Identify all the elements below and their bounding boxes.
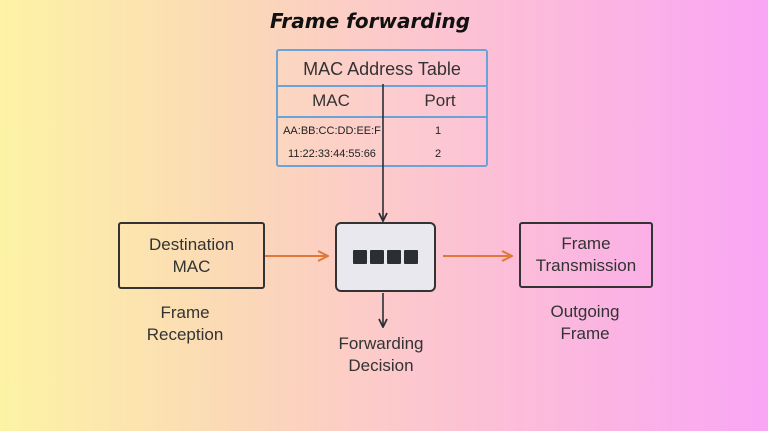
table-cell-mac: AA:BB:CC:DD:EE:F xyxy=(283,125,381,137)
switch-port-icon xyxy=(353,250,367,264)
switch-port-icon xyxy=(370,250,384,264)
switch-port-icon xyxy=(404,250,418,264)
table-cell-port: 1 xyxy=(434,125,442,137)
column-header-mac: MAC xyxy=(312,91,350,110)
table-cell-mac: 11:22:33:44:55:66 xyxy=(288,148,376,160)
table-cell-port: 2 xyxy=(434,148,442,160)
table-divider xyxy=(278,85,486,87)
frame-reception-label: Frame Reception xyxy=(146,303,224,344)
switch-port-icon xyxy=(387,250,401,264)
frame-transmission-label: Frame Transmission xyxy=(535,234,637,275)
mac-table-title: MAC Address Table xyxy=(303,59,461,79)
switch-icon xyxy=(335,222,436,292)
column-header-port: Port xyxy=(424,91,456,110)
outgoing-frame-label: Outgoing Frame xyxy=(550,302,620,343)
diagram-title: Frame forwarding xyxy=(269,9,471,33)
table-divider xyxy=(278,116,486,118)
destination-mac-label: Destination MAC xyxy=(148,234,235,276)
destination-mac-box: Destination MAC xyxy=(118,222,265,289)
mac-address-table: MAC Address Table MAC Port AA:BB:CC:DD:E… xyxy=(276,49,488,167)
forwarding-decision-label: Forwarding Decision xyxy=(338,334,424,375)
frame-transmission-box: Frame Transmission xyxy=(519,222,653,288)
